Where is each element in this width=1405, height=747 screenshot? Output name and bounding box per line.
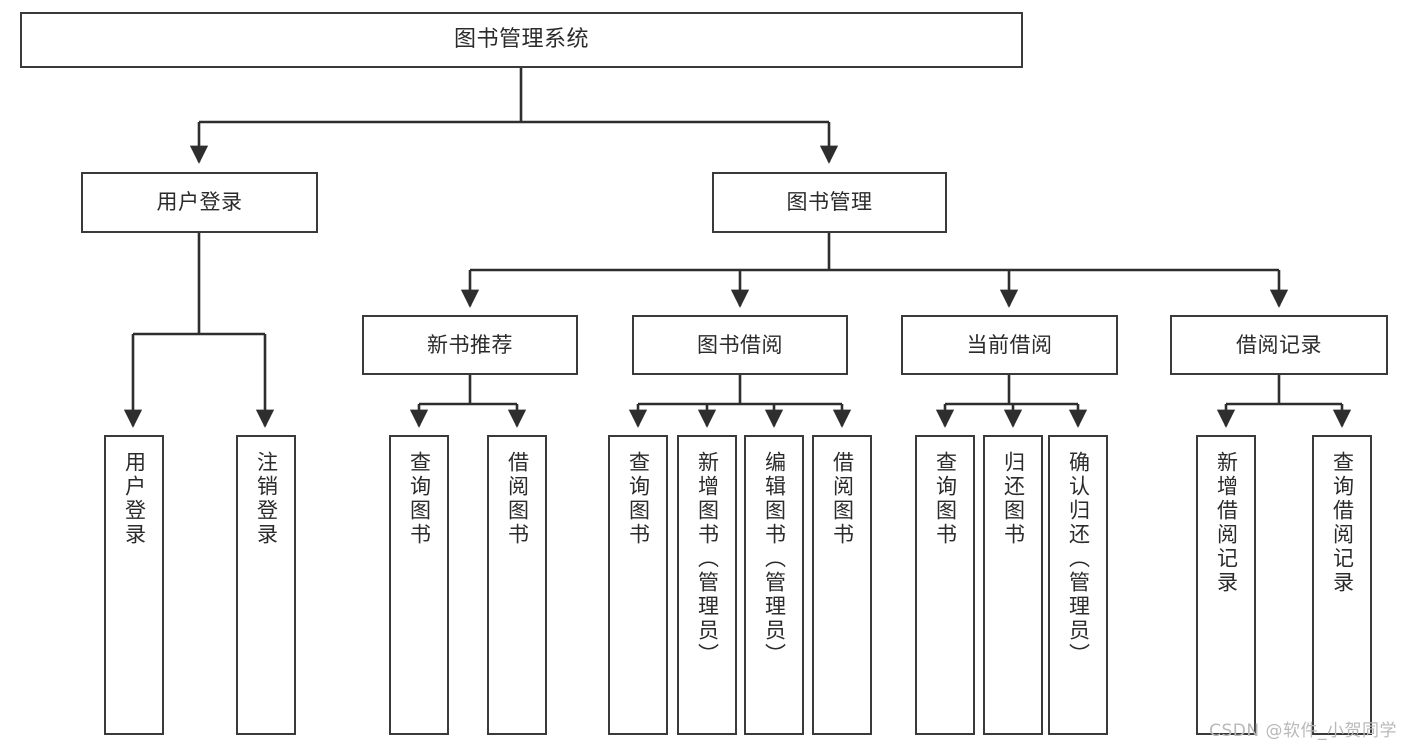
node-borrow-record[interactable]: 借阅记录	[1170, 315, 1388, 375]
node-label: 借阅记录	[1236, 332, 1322, 357]
node-label: 借阅图书	[830, 451, 855, 547]
watermark-text: CSDN @软件_小贺同学	[1209, 721, 1397, 741]
node-label: 图书借阅	[697, 332, 783, 357]
leaf-borrow-add-book-admin[interactable]: 新增图书（管理员）	[677, 435, 737, 735]
leaf-borrow-borrow-book[interactable]: 借阅图书	[812, 435, 872, 735]
node-label: 注销登录	[254, 451, 279, 547]
leaf-record-query-borrow-record[interactable]: 查询借阅记录	[1312, 435, 1372, 735]
node-label: 图书管理	[786, 190, 873, 215]
node-label: 查询借阅记录	[1330, 451, 1355, 595]
node-label: 查询图书	[407, 451, 432, 547]
leaf-newbook-query-book[interactable]: 查询图书	[389, 435, 449, 735]
node-label: 图书管理系统	[453, 27, 589, 53]
leaf-newbook-borrow-book[interactable]: 借阅图书	[487, 435, 547, 735]
node-label: 确认归还（管理员）	[1066, 451, 1091, 667]
node-label: 借阅图书	[505, 451, 530, 547]
leaf-record-add-borrow-record[interactable]: 新增借阅记录	[1196, 435, 1256, 735]
node-current-borrow[interactable]: 当前借阅	[901, 315, 1118, 375]
node-book-management[interactable]: 图书管理	[712, 172, 947, 233]
leaf-borrow-query-book[interactable]: 查询图书	[608, 435, 668, 735]
node-label: 查询图书	[626, 451, 651, 547]
node-label: 用户登录	[122, 451, 147, 547]
node-label: 归还图书	[1001, 451, 1026, 547]
node-label: 查询图书	[933, 451, 958, 547]
leaf-user-login[interactable]: 用户登录	[104, 435, 164, 735]
node-new-book-recommend[interactable]: 新书推荐	[362, 315, 578, 375]
node-label: 编辑图书（管理员）	[762, 451, 787, 667]
leaf-current-confirm-return-admin[interactable]: 确认归还（管理员）	[1048, 435, 1108, 735]
node-book-borrow[interactable]: 图书借阅	[632, 315, 848, 375]
node-label: 新增借阅记录	[1214, 451, 1239, 595]
node-label: 用户登录	[156, 190, 243, 215]
leaf-logout[interactable]: 注销登录	[236, 435, 296, 735]
leaf-current-return-book[interactable]: 归还图书	[983, 435, 1043, 735]
node-label: 新增图书（管理员）	[695, 451, 720, 667]
leaf-borrow-edit-book-admin[interactable]: 编辑图书（管理员）	[744, 435, 804, 735]
node-label: 新书推荐	[427, 332, 513, 357]
leaf-current-query-book[interactable]: 查询图书	[915, 435, 975, 735]
node-label: 当前借阅	[966, 332, 1053, 357]
node-user-login[interactable]: 用户登录	[81, 172, 318, 233]
node-root-system[interactable]: 图书管理系统	[20, 12, 1023, 68]
